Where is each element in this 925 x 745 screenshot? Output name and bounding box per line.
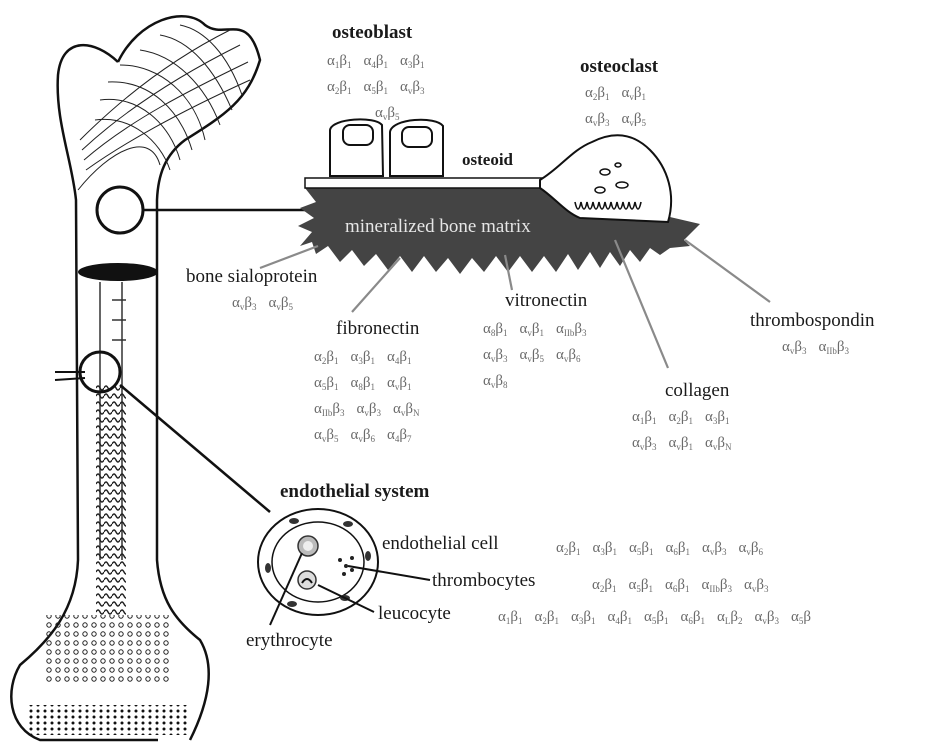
integrin: α2β1 (314, 346, 339, 372)
integrin: αvβ5 (269, 292, 294, 318)
integrin: α8β1 (351, 372, 376, 398)
integrins-leucocyte: α1β1 α2β1 α3β1 α4β1 α5β1 α6β1 αLβ2 αvβ3 α5β (498, 606, 811, 632)
integrin: α4β1 (387, 346, 412, 372)
integrin: α5β1 (629, 574, 654, 600)
label-osteoblast: osteoblast (332, 22, 412, 44)
integrin: αvβ1 (387, 372, 412, 398)
label-vitronectin: vitronectin (505, 290, 587, 312)
integrins-osteoclast: α2β1 αvβ1 αvβ3 αvβ5 (585, 82, 646, 134)
integrin: α4β1 (608, 606, 633, 632)
integrin: αvβ5 (520, 344, 545, 370)
distal-cortex-specks (28, 705, 188, 735)
integrin: αIIbβ3 (556, 318, 587, 344)
integrin: α3β1 (705, 406, 730, 432)
distal-cancellous (45, 615, 170, 685)
integrin: α5β (791, 606, 811, 632)
integrin: αvβ5 (314, 424, 339, 450)
integrins-bone-sialoprotein: αvβ3 αvβ5 (232, 292, 293, 318)
integrin: αvβ3 (400, 76, 425, 102)
integrin: α5β1 (364, 76, 389, 102)
integrin: αvβ3 (782, 336, 807, 362)
label-mineralized-bone-matrix: mineralized bone matrix (345, 216, 531, 238)
integrin: α5β1 (644, 606, 669, 632)
osteoid-layer (305, 178, 565, 188)
label-thrombocytes: thrombocytes (432, 570, 535, 592)
integrin: α2β1 (327, 76, 352, 102)
integrin: α3β1 (400, 50, 425, 76)
integrin: αvβ6 (556, 344, 581, 370)
label-bone-sialoprotein: bone sialoprotein (186, 266, 317, 288)
integrin: αvβN (393, 398, 420, 424)
integrin: α2β1 (585, 82, 610, 108)
integrin: α2β1 (592, 574, 617, 600)
lower-connector-line (120, 385, 270, 512)
integrins-fibronectin: α2β1 α3β1 α4β1 α5β1 α8β1 αvβ1 αIIbβ3 αvβ3 αvβN… (314, 346, 420, 450)
integrin: α5β1 (314, 372, 339, 398)
integrins-thrombocytes: α2β1 α5β1 α6β1 αIIbβ3 αvβ3 (592, 574, 769, 600)
integrin: α1β1 (327, 50, 352, 76)
integrin: αvβ8 (483, 370, 508, 396)
integrin: αvβ3 (232, 292, 257, 318)
integrins-collagen: α1β1 α2β1 α3β1 αvβ3 αvβ1 αvβN (632, 406, 732, 458)
integrin: αLβ2 (717, 606, 743, 632)
integrin: αvβ3 (702, 537, 727, 563)
blood-vessel (258, 509, 378, 615)
cut-band (78, 263, 158, 281)
spongy-bone-texture (96, 385, 126, 615)
integrin: α2β1 (556, 537, 581, 563)
integrin: αvβ5 (622, 108, 647, 134)
label-collagen: collagen (665, 380, 729, 402)
integrin: αvβ6 (351, 424, 376, 450)
label-osteoid: osteoid (462, 150, 513, 170)
upper-magnifier-circle (97, 187, 143, 233)
integrins-endothelial-cell: α2β1 α3β1 α5β1 α6β1 αvβ3 αvβ6 (556, 537, 763, 563)
integrin: α4β1 (364, 50, 389, 76)
integrin: α5β1 (629, 537, 654, 563)
label-erythrocyte: erythrocyte (246, 630, 333, 652)
integrin: α2β1 (535, 606, 560, 632)
integrin: αvβ6 (739, 537, 764, 563)
integrin: αIIbβ3 (314, 398, 345, 424)
integrin: αvβ1 (669, 432, 694, 458)
integrin: αvβN (705, 432, 732, 458)
integrin: α3β1 (593, 537, 618, 563)
integrin: αIIbβ3 (702, 574, 733, 600)
label-leucocyte: leucocyte (378, 603, 451, 625)
integrin: αvβ3 (483, 344, 508, 370)
integrin: αvβ3 (357, 398, 382, 424)
integrin: α6β1 (681, 606, 706, 632)
integrin: αIIbβ3 (819, 336, 850, 362)
integrin: αvβ5 (375, 102, 400, 128)
integrin: αvβ3 (585, 108, 610, 134)
label-osteoclast: osteoclast (580, 56, 658, 78)
integrin: αvβ3 (744, 574, 769, 600)
integrin: α4β7 (387, 424, 412, 450)
integrin: αvβ3 (632, 432, 657, 458)
integrin: α6β1 (665, 574, 690, 600)
integrin: α1β1 (632, 406, 657, 432)
integrins-osteoblast: α1β1 α4β1 α3β1 α2β1 α5β1 αvβ3 αvβ5 (327, 50, 425, 128)
integrin: α3β1 (571, 606, 596, 632)
integrin: α6β1 (666, 537, 691, 563)
integrin: α2β1 (669, 406, 694, 432)
integrin: αvβ3 (755, 606, 780, 632)
label-fibronectin: fibronectin (336, 318, 419, 340)
integrin: αvβ1 (622, 82, 647, 108)
label-thrombospondin: thrombospondin (750, 310, 875, 332)
integrin: αvβ1 (520, 318, 545, 344)
integrins-thrombospondin: αvβ3 αIIbβ3 (782, 336, 849, 362)
label-endothelial-system: endothelial system (280, 481, 429, 503)
integrin: α1β1 (498, 606, 523, 632)
integrin: α8β1 (483, 318, 508, 344)
integrin: α3β1 (351, 346, 376, 372)
label-endothelial-cell: endothelial cell (382, 533, 499, 555)
integrins-vitronectin: α8β1 αvβ1 αIIbβ3 αvβ3 αvβ5 αvβ6 αvβ8 (483, 318, 587, 396)
